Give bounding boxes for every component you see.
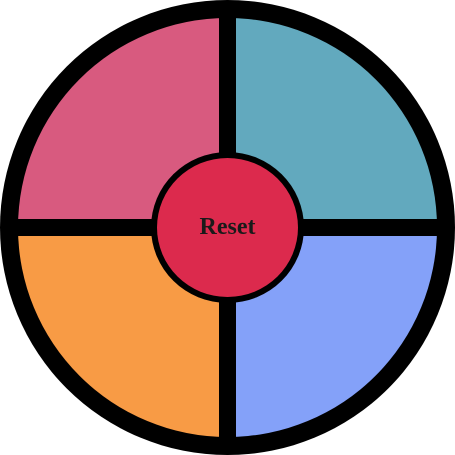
- reset-label: Reset: [199, 214, 256, 240]
- center-hub: Reset: [151, 152, 304, 303]
- reset-button[interactable]: Reset: [157, 158, 298, 297]
